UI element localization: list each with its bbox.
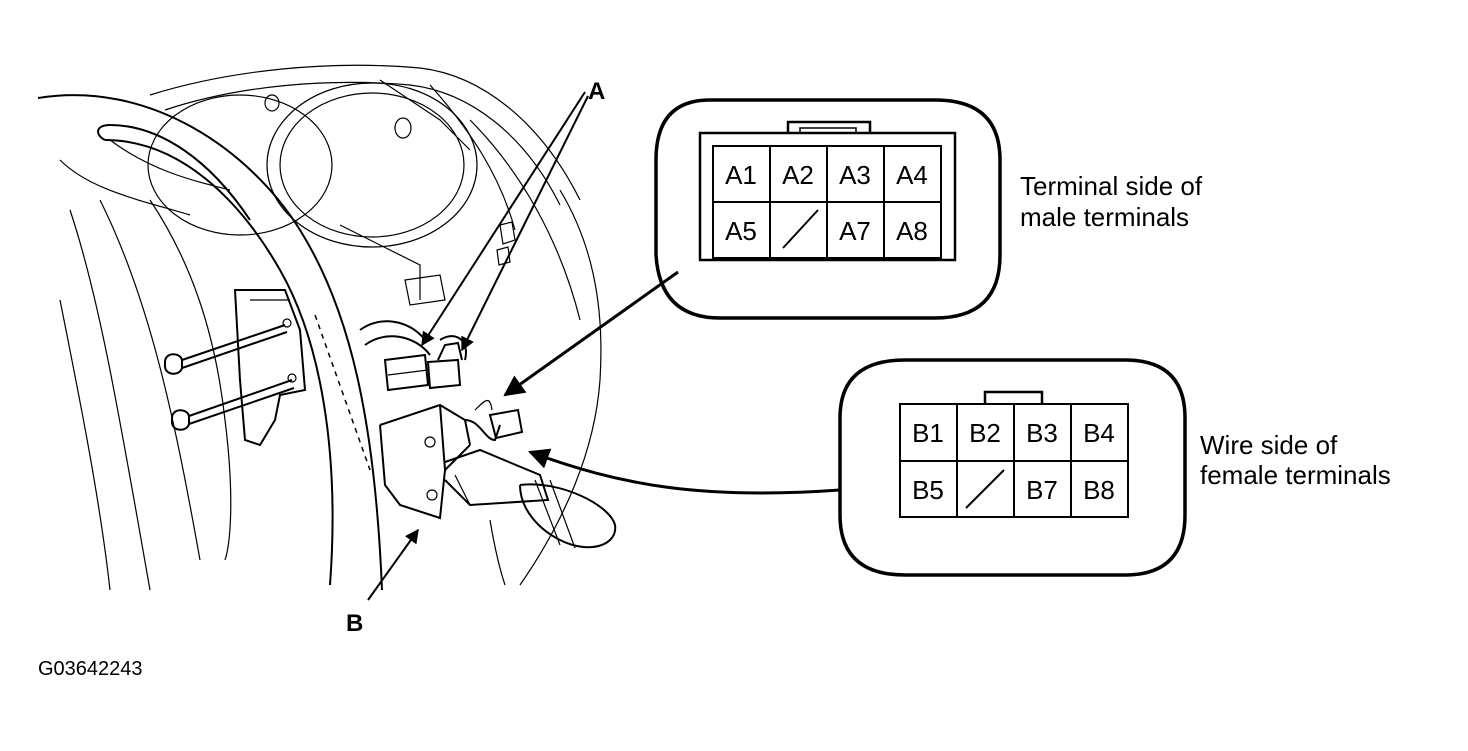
male-caption-line2: male terminals [1020,202,1189,232]
pin-b4: B4 [1083,418,1115,448]
female-caption-line2: female terminals [1200,460,1391,490]
pin-a4: A4 [896,160,928,190]
steering-wheel [37,94,383,591]
combination-switch-b [379,400,617,549]
pin-a2: A2 [782,160,814,190]
label-a: A [588,78,605,105]
female-connector-face: B1 B2 B3 B4 B5 B7 B8 [899,390,1129,518]
male-connector-face: A1 A2 A3 A4 A5 A7 A8 [698,120,957,262]
pin-a7: A7 [839,216,871,246]
female-connector-bubble [838,358,1187,577]
figure-code: G03642243 [38,658,143,680]
dashboard-illustration [59,64,602,586]
female-blank-cavity-slash [965,469,1005,509]
pin-b7: B7 [1026,475,1058,505]
leader-lines [367,91,589,601]
bracket-and-screws [164,289,371,471]
pin-a3: A3 [839,160,871,190]
pin-b5: B5 [912,475,944,505]
pin-b8: B8 [1083,475,1115,505]
pin-a5: A5 [725,216,757,246]
pin-a8: A8 [896,216,928,246]
female-caption-line1: Wire side of [1200,430,1338,460]
male-caption-line1: Terminal side of [1020,171,1203,201]
callout-arrows [503,270,841,495]
pin-b3: B3 [1026,418,1058,448]
male-connector-bubble [654,98,1002,320]
label-b: B [346,610,363,637]
pin-a1: A1 [725,160,757,190]
pin-b1: B1 [912,418,944,448]
male-blank-cavity-slash [782,209,819,249]
pin-b2: B2 [969,418,1001,448]
connectors-a [359,320,467,392]
screw-upper-icon [164,324,288,375]
screw-lower-icon [171,379,295,431]
